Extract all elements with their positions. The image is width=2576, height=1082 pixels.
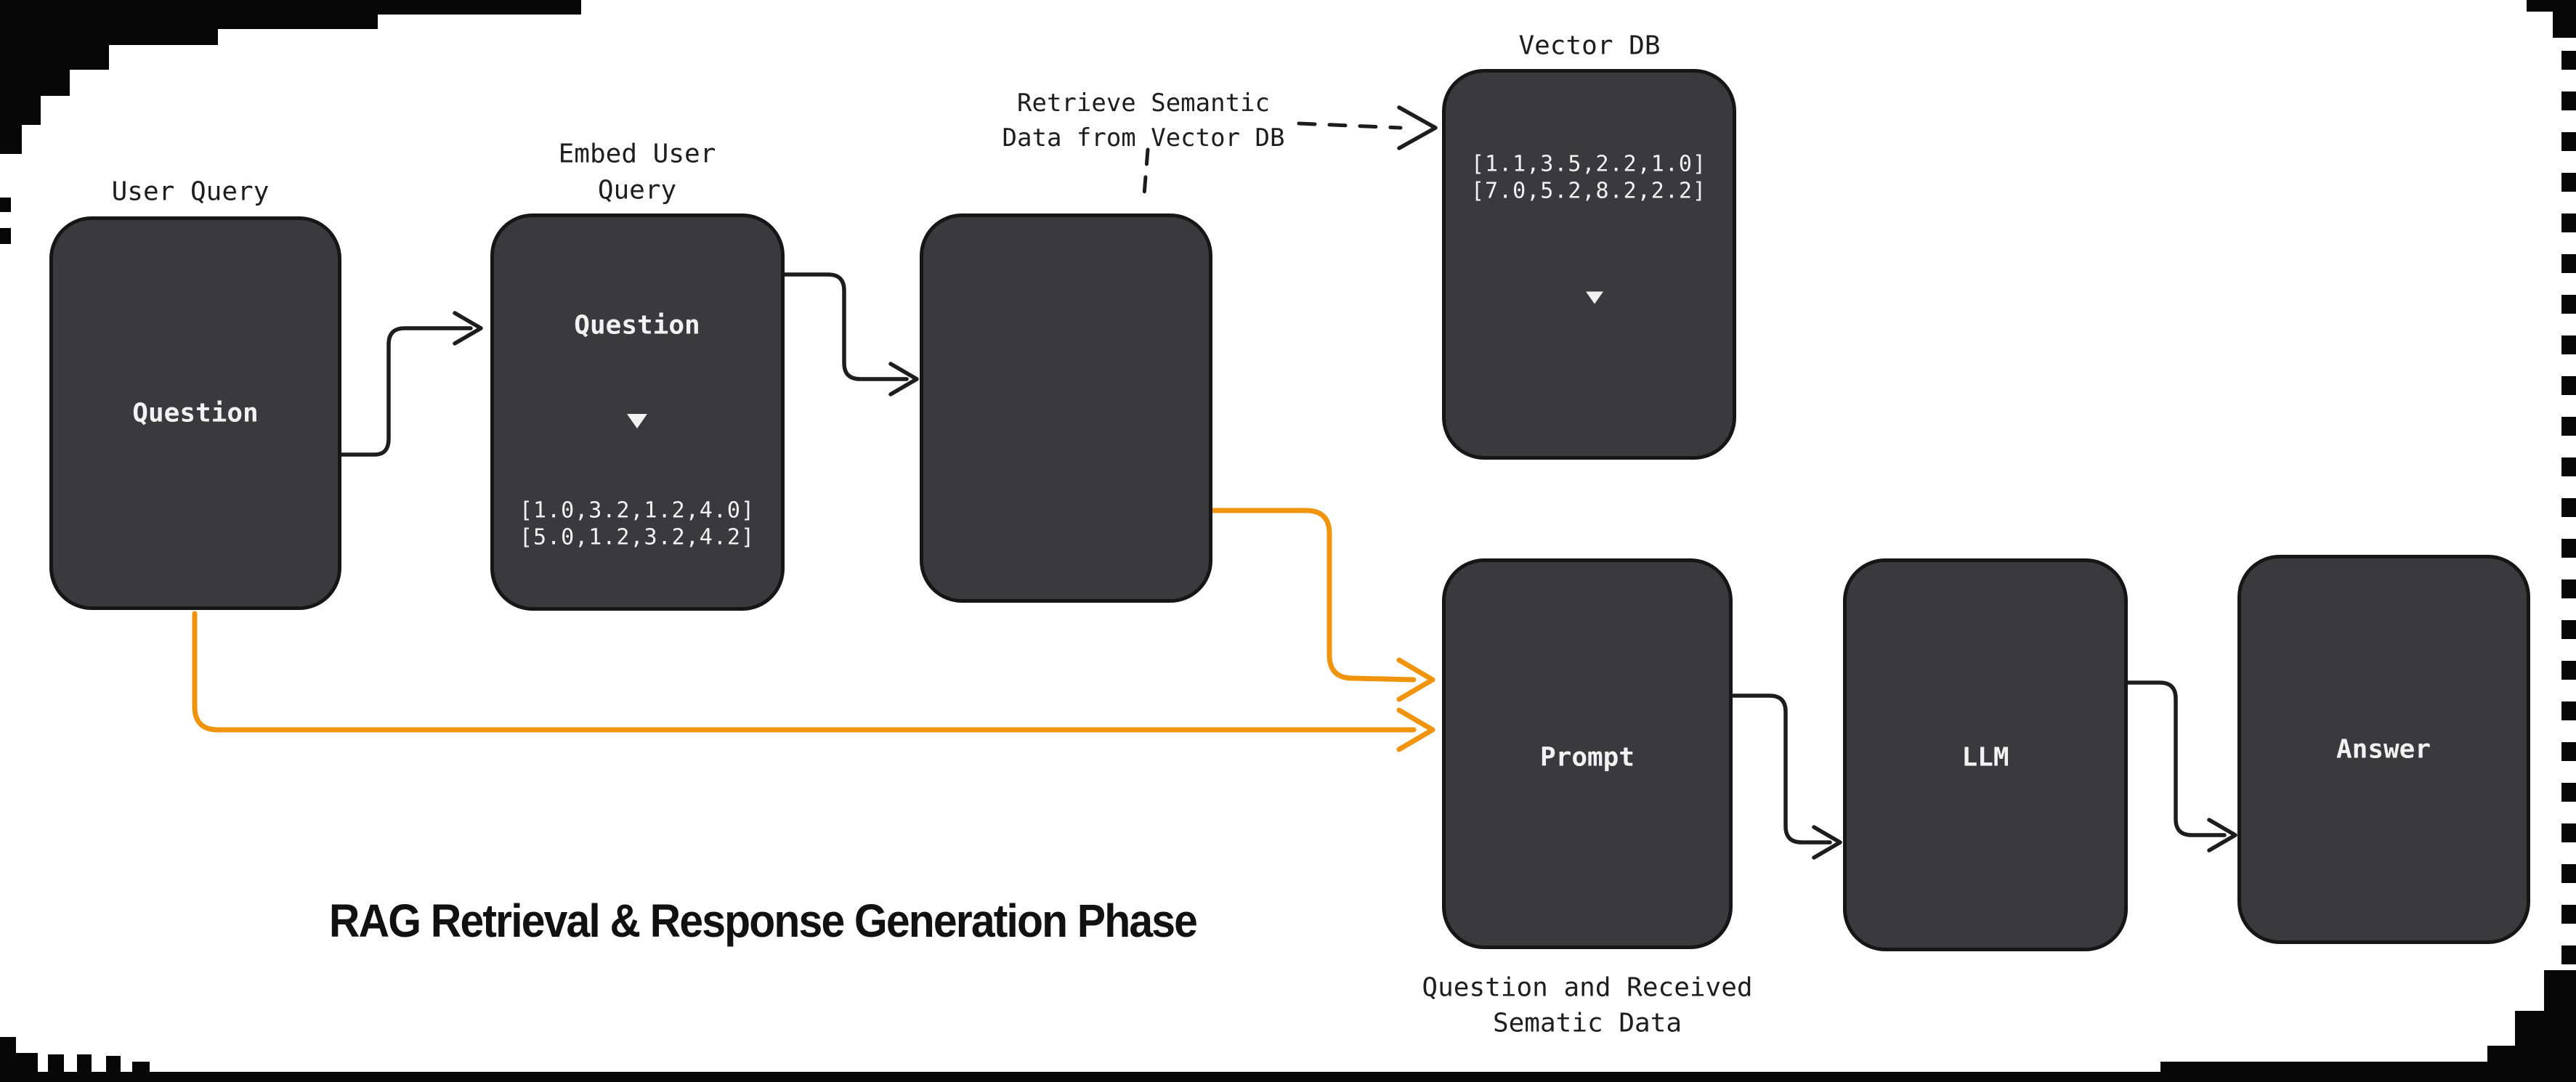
torn-frame-dash bbox=[2561, 295, 2576, 314]
torn-frame-dash bbox=[2561, 579, 2576, 598]
torn-frame-dash bbox=[2561, 457, 2576, 476]
retrieve-annotation-line1: Retrieve Semantic bbox=[1017, 89, 1270, 118]
node-user-query bbox=[49, 216, 341, 610]
user-query-caption: User Query bbox=[111, 176, 270, 207]
torn-frame-edge bbox=[132, 1062, 150, 1082]
prompt-caption-line2: Sematic Data bbox=[1492, 1008, 1682, 1038]
torn-frame-edge bbox=[0, 1072, 2165, 1082]
torn-frame-dash bbox=[2561, 498, 2576, 517]
torn-frame-dash bbox=[2561, 823, 2576, 842]
torn-frame-dash bbox=[2561, 213, 2576, 232]
page-title: RAG Retrieval & Response Generation Phas… bbox=[328, 895, 1198, 947]
torn-frame-edge bbox=[0, 228, 11, 244]
torn-frame-dash bbox=[2561, 701, 2576, 720]
arrowhead bbox=[1812, 825, 1842, 860]
vector-db-vector-2: [7.0,5.2,8.2,2.2] bbox=[1470, 178, 1707, 204]
node-prompt bbox=[1442, 558, 1733, 949]
torn-frame-dash bbox=[2561, 945, 2576, 964]
torn-frame-dash bbox=[2561, 91, 2576, 110]
user-query-label: Question bbox=[132, 398, 259, 428]
torn-frame-edge bbox=[15, 1053, 38, 1082]
retrieve-annotation-line2: Data from Vector DB bbox=[1002, 123, 1285, 152]
torn-frame-dash bbox=[2561, 335, 2576, 354]
dashed-line-label-to-search bbox=[1142, 147, 1150, 197]
answer-label: Answer bbox=[2336, 734, 2431, 765]
vector-db-vector-1: [1.1,3.5,2.2,1.0] bbox=[1470, 151, 1707, 177]
embed-vector-2: [5.0,1.2,3.2,4.2] bbox=[519, 524, 756, 550]
torn-frame-edge bbox=[0, 198, 11, 212]
torn-frame-edge bbox=[0, 0, 22, 154]
arrowhead bbox=[453, 311, 483, 346]
embed-label: Question bbox=[574, 310, 700, 341]
orange-arrow-userquery-to-prompt bbox=[192, 611, 1417, 733]
vector-db-caption: Vector DB bbox=[1518, 30, 1661, 61]
torn-frame-edge bbox=[77, 1054, 92, 1082]
torn-frame-dash bbox=[2561, 51, 2576, 70]
torn-frame-dash bbox=[2561, 417, 2576, 436]
down-triangle-icon bbox=[1586, 291, 1603, 304]
torn-frame-edge bbox=[2553, 6, 2576, 38]
node-answer bbox=[2237, 555, 2530, 944]
torn-frame-edge bbox=[2515, 1011, 2576, 1050]
arrowhead bbox=[1397, 105, 1438, 150]
embed-vector-1: [1.0,3.2,1.2,4.0] bbox=[519, 497, 756, 524]
torn-frame-dash bbox=[2561, 254, 2576, 273]
arrow-userquery-to-embed bbox=[339, 326, 473, 457]
torn-frame-dash bbox=[2561, 376, 2576, 395]
arrow-llm-to-answer bbox=[2126, 680, 2227, 837]
arrow-embed-to-search bbox=[782, 272, 909, 381]
torn-frame-edge bbox=[0, 1037, 16, 1082]
torn-frame-edge bbox=[2544, 970, 2576, 1015]
node-llm bbox=[1843, 558, 2128, 951]
torn-frame-dash bbox=[2561, 742, 2576, 761]
torn-frame-dash bbox=[2561, 661, 2576, 680]
torn-frame-dash bbox=[2561, 620, 2576, 639]
prompt-caption-line1: Question and Received bbox=[1422, 972, 1753, 1003]
torn-frame-dash bbox=[2561, 905, 2576, 924]
embed-caption-line2: Query bbox=[597, 175, 677, 206]
arrowhead bbox=[1396, 707, 1435, 752]
llm-label: LLM bbox=[1961, 742, 2009, 773]
node-embed bbox=[490, 213, 785, 611]
prompt-label: Prompt bbox=[1539, 742, 1635, 773]
node-vector-db bbox=[1442, 69, 1736, 460]
arrow-prompt-to-llm bbox=[1731, 693, 1832, 845]
dashed-arrow-to-vector-db bbox=[1297, 121, 1403, 130]
torn-frame-dash bbox=[2561, 864, 2576, 883]
torn-frame-dash bbox=[2561, 132, 2576, 151]
node-semantic-search bbox=[920, 213, 1212, 603]
torn-frame-dash bbox=[2561, 173, 2576, 192]
arrowhead bbox=[2207, 818, 2237, 853]
torn-frame-edge bbox=[48, 1054, 64, 1082]
arrowhead bbox=[888, 362, 919, 396]
orange-arrow-search-to-prompt bbox=[1207, 508, 1417, 683]
arrowhead bbox=[1396, 657, 1435, 702]
torn-frame-edge bbox=[2160, 1062, 2576, 1082]
torn-frame-dash bbox=[2561, 783, 2576, 802]
down-triangle-icon bbox=[627, 414, 647, 428]
torn-frame-edge bbox=[106, 1056, 121, 1082]
embed-caption-line1: Embed User bbox=[558, 139, 716, 169]
torn-frame-dash bbox=[2561, 539, 2576, 558]
